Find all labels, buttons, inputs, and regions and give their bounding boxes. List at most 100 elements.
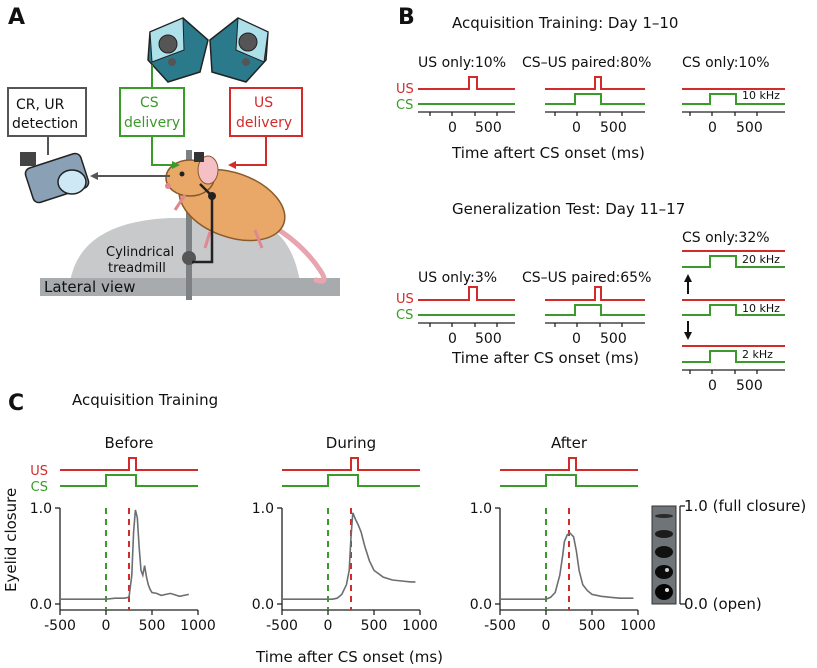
c-plot-0-us-trace	[60, 457, 198, 471]
up-arrow-icon	[684, 274, 692, 294]
acq-paired-us-trace	[545, 76, 645, 90]
acq-label-us-only: US only:10%	[418, 55, 506, 71]
gen-freq-20: 20 kHz	[742, 253, 780, 266]
c-xlabel: Time after CS onset (ms)	[255, 648, 443, 666]
c-plot-0-eyelid-trace	[60, 509, 189, 600]
c-plot-2-cs-trace	[500, 474, 638, 487]
gen-tick-0-a: 0	[448, 331, 457, 347]
cs-delivery-label-1: CS	[140, 95, 159, 111]
treadmill-label-2: treadmill	[108, 261, 166, 276]
acq-tick-500-c: 500	[736, 120, 763, 136]
acq-tick-500-a: 500	[475, 120, 502, 136]
acq-us-tag: US	[396, 82, 414, 97]
c-cs-tag: CS	[31, 480, 48, 495]
c-plot-1-eyelid-trace	[282, 512, 416, 600]
cr-ur-label-2: detection	[12, 116, 78, 132]
c-plot-0-title: Before	[104, 434, 153, 452]
cr-ur-label-1: CR, UR	[16, 97, 65, 113]
c-plot-1-us-trace	[282, 457, 420, 471]
c-us-tag: US	[30, 464, 48, 479]
us-delivery-label-2: delivery	[236, 115, 292, 131]
acq-freq-label: 10 kHz	[742, 89, 780, 102]
c-plot-2-xtick-label: 0	[542, 618, 551, 634]
cs-arrow	[151, 136, 178, 166]
acq-tick-0-a: 0	[448, 120, 457, 136]
acq-cs-tag: CS	[396, 98, 413, 113]
gen-cs20-cs-trace	[682, 255, 785, 268]
gen-tick-500-c: 500	[736, 378, 763, 394]
gen-paired-cs-trace	[545, 304, 645, 316]
speaker-icon	[147, 17, 269, 83]
treadmill-label-1: Cylindrical	[106, 245, 174, 260]
c-plot-2-eyelid-trace	[500, 531, 634, 600]
gen-tick-500-a: 500	[475, 331, 502, 347]
c-plot-0-ytick-label: 0.0	[30, 597, 52, 613]
gen-label-us-only: US only:3%	[418, 270, 497, 286]
c-plot-1-cs-trace	[282, 474, 420, 487]
acq-paired-cs-trace	[545, 93, 645, 105]
gen-label-paired: CS–US paired:65%	[522, 270, 651, 286]
scale-open: 0.0 (open)	[684, 595, 762, 613]
gen-cs-tag: CS	[396, 308, 413, 323]
c-plot-1-xtick-label: -500	[266, 618, 298, 634]
cs-delivery-label-2: delivery	[124, 115, 180, 131]
c-plot-0-xtick-label: 500	[139, 618, 166, 634]
c-plot-0-xtick-label: -500	[44, 618, 76, 634]
c-plot-1-xtick-label: 1000	[402, 618, 438, 634]
gen-tick-0-c: 0	[708, 378, 717, 394]
c-plot-2-title: After	[551, 434, 588, 452]
c-plot-2-us-trace	[500, 457, 638, 471]
acq-title: Acquisition Training: Day 1–10	[452, 14, 678, 32]
c-plot-0-cs-trace	[60, 474, 198, 487]
panel-label-b: B	[398, 5, 415, 30]
c-plot-0-xtick-label: 0	[102, 618, 111, 634]
us-arrow	[232, 136, 267, 166]
gen-us-only-us-trace	[418, 286, 515, 301]
gen-xlabel: Time after CS onset (ms)	[451, 349, 639, 367]
pole	[186, 150, 192, 300]
us-delivery-label-1: US	[254, 95, 273, 111]
acq-time-axes	[418, 111, 785, 116]
c-title: Acquisition Training	[72, 391, 218, 409]
acq-us-only-us-trace	[418, 76, 515, 90]
gen-us-tag: US	[396, 292, 414, 307]
c-plot-2-xtick-label: 500	[579, 618, 606, 634]
gen-tick-500-b: 500	[600, 331, 627, 347]
acq-label-cs-only: CS only:10%	[682, 55, 770, 71]
c-plot-1-xtick-label: 0	[324, 618, 333, 634]
c-plot-2-xtick-label: 1000	[620, 618, 656, 634]
head-holder	[192, 183, 214, 264]
c-ylabel: Eyelid closure	[2, 488, 20, 592]
c-plot-1-ytick-label: 1.0	[252, 501, 274, 517]
down-arrow-icon	[684, 321, 692, 340]
lateral-view-label: Lateral view	[44, 278, 136, 296]
acq-tick-0-c: 0	[708, 120, 717, 136]
c-plot-2-ytick-label: 1.0	[470, 501, 492, 517]
acq-cs-only-cs-trace	[682, 93, 785, 105]
gen-tick-0-b: 0	[572, 331, 581, 347]
gen-label-cs-only: CS only:32%	[682, 230, 770, 246]
c-plot-2-xtick-label: -500	[484, 618, 516, 634]
c-plot-2-ytick-label: 0.0	[470, 597, 492, 613]
panel-label-a: A	[8, 5, 25, 30]
eyelid-image-strip	[651, 505, 677, 605]
c-plot-0-xtick-label: 1000	[180, 618, 216, 634]
c-plot-1-title: During	[326, 434, 376, 452]
gen-cs10-cs-trace	[682, 304, 785, 316]
acq-xlabel: Time aftert CS onset (ms)	[451, 144, 645, 162]
c-plot-1-xtick-label: 500	[361, 618, 388, 634]
acq-tick-0-b: 0	[572, 120, 581, 136]
camera-icon	[20, 152, 90, 204]
gen-cs2-cs-trace	[682, 350, 785, 363]
gen-freq-10: 10 kHz	[742, 302, 780, 315]
c-plot-1-ytick-label: 0.0	[252, 597, 274, 613]
gen-freq-2: 2 kHz	[742, 348, 773, 361]
gen-time-axes	[418, 322, 785, 374]
gen-title: Generalization Test: Day 11–17	[452, 200, 685, 218]
acq-label-paired: CS–US paired:80%	[522, 55, 651, 71]
acq-tick-500-b: 500	[600, 120, 627, 136]
gen-paired-us-trace	[545, 286, 645, 301]
scale-full-closure: 1.0 (full closure)	[684, 497, 806, 515]
